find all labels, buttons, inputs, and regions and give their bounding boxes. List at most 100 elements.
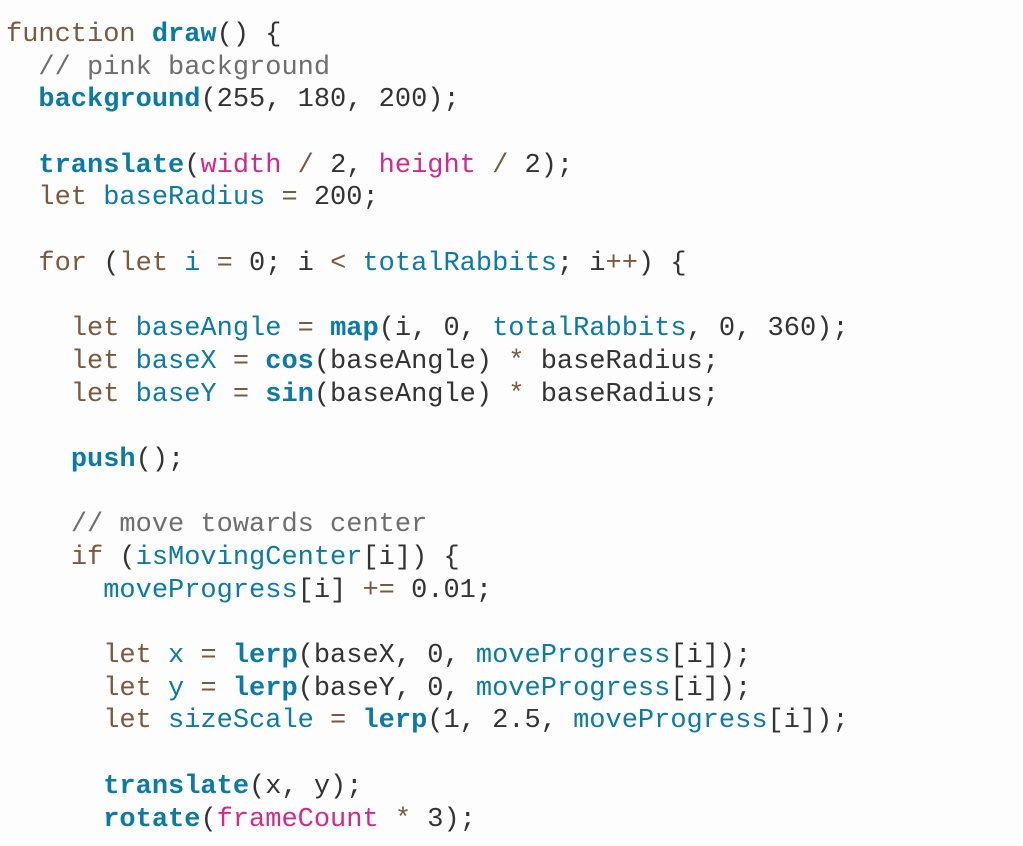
code-line: push(); bbox=[6, 444, 849, 477]
variable-token: y bbox=[168, 673, 185, 704]
text-token: 3); bbox=[427, 804, 476, 835]
text-token: (255, 180, 200); bbox=[200, 85, 460, 116]
text-token bbox=[6, 183, 38, 213]
text-token bbox=[6, 53, 38, 83]
code-editor[interactable]: function draw() { // pink background bac… bbox=[6, 19, 849, 836]
text-token: (i, 0, bbox=[378, 314, 493, 345]
function-token: map bbox=[330, 314, 379, 345]
text-token bbox=[6, 772, 103, 802]
code-line: let baseX = cos(baseAngle) * baseRadius; bbox=[6, 346, 849, 379]
text-token bbox=[6, 445, 71, 475]
code-line: for (let i = 0; i < totalRabbits; i++) { bbox=[6, 248, 849, 281]
keyword-token: ++ bbox=[605, 248, 638, 279]
variable-token: moveProgress bbox=[573, 706, 768, 737]
code-line bbox=[6, 117, 849, 150]
code-line: translate(width / 2, height / 2); bbox=[6, 150, 849, 183]
text-token: ) { bbox=[637, 248, 687, 279]
text-token: (baseX, 0, bbox=[297, 641, 476, 672]
code-line: if (isMovingCenter[i]) { bbox=[6, 542, 849, 575]
code-line: function draw() { bbox=[6, 19, 849, 52]
text-token bbox=[6, 249, 38, 279]
text-token: baseRadius; bbox=[524, 346, 719, 377]
code-line bbox=[6, 281, 849, 314]
code-line bbox=[6, 411, 849, 444]
keyword-token: let bbox=[38, 183, 104, 214]
keyword-token: function bbox=[6, 20, 136, 50]
variable-token: isMovingCenter bbox=[135, 543, 363, 573]
text-token bbox=[6, 706, 103, 736]
keyword-token: = bbox=[265, 183, 314, 214]
text-token bbox=[6, 380, 71, 410]
text-token: ; i bbox=[556, 248, 606, 279]
function-token: cos bbox=[265, 346, 314, 377]
text-token: (1, 2.5, bbox=[427, 706, 574, 737]
keyword-token: let bbox=[119, 248, 185, 279]
code-line: translate(x, y); bbox=[6, 771, 849, 804]
variable-token: baseX bbox=[135, 346, 217, 377]
text-token: [i] bbox=[297, 575, 363, 606]
code-line: // pink background bbox=[6, 52, 849, 85]
code-line: let sizeScale = lerp(1, 2.5, moveProgres… bbox=[6, 705, 849, 738]
text-token bbox=[346, 249, 362, 279]
text-token bbox=[6, 314, 71, 344]
keyword-token: = bbox=[184, 673, 233, 704]
text-token: , 0, 360); bbox=[686, 314, 849, 345]
keyword-token: let bbox=[70, 314, 136, 345]
variable-token: moveProgress bbox=[475, 673, 671, 704]
variable-token: baseRadius bbox=[103, 183, 266, 214]
function-token: push bbox=[70, 444, 136, 475]
keyword-token: * bbox=[508, 379, 525, 410]
variable-token: baseAngle bbox=[135, 314, 282, 345]
keyword-token: let bbox=[103, 673, 169, 704]
keyword-token: let bbox=[103, 641, 169, 672]
text-token: 0; i bbox=[249, 248, 331, 279]
builtin-token: height bbox=[378, 150, 476, 181]
variable-token: baseY bbox=[135, 379, 217, 410]
function-token: translate bbox=[38, 150, 185, 181]
code-line bbox=[6, 215, 849, 248]
builtin-token: frameCount bbox=[216, 804, 379, 835]
comment-token: // move towards center bbox=[70, 510, 428, 541]
keyword-token: = bbox=[313, 706, 363, 737]
text-token: ( bbox=[103, 543, 136, 573]
keyword-token: = bbox=[281, 314, 331, 345]
text-token: (baseY, 0, bbox=[297, 673, 476, 704]
function-token: lerp bbox=[362, 706, 428, 737]
text-token bbox=[6, 85, 38, 115]
text-token: baseRadius; bbox=[524, 379, 719, 410]
text-token bbox=[6, 543, 71, 573]
variable-token: totalRabbits bbox=[362, 248, 557, 279]
code-line: let baseRadius = 200; bbox=[6, 182, 849, 215]
text-token: 0.01; bbox=[394, 575, 493, 606]
text-token bbox=[136, 20, 152, 50]
text-token bbox=[6, 641, 103, 671]
keyword-token: * bbox=[378, 804, 428, 835]
text-token: [i]); bbox=[670, 641, 752, 672]
code-line: moveProgress[i] += 0.01; bbox=[6, 575, 849, 608]
code-line: // move towards center bbox=[6, 509, 849, 542]
function-token: lerp bbox=[232, 673, 298, 704]
keyword-token: if bbox=[70, 543, 104, 573]
code-line bbox=[6, 607, 849, 640]
keyword-token: * bbox=[508, 346, 525, 377]
text-token bbox=[6, 674, 103, 704]
text-token: (baseAngle) bbox=[313, 346, 509, 377]
text-token: 2); bbox=[524, 150, 574, 181]
keyword-token: = bbox=[184, 641, 233, 672]
code-line: let baseAngle = map(i, 0, totalRabbits, … bbox=[6, 313, 849, 346]
text-token bbox=[6, 510, 71, 540]
keyword-token: = bbox=[216, 346, 266, 377]
text-token bbox=[6, 347, 71, 377]
text-token: (x, y); bbox=[249, 771, 363, 802]
builtin-token: width bbox=[200, 150, 282, 181]
variable-token: i bbox=[184, 248, 201, 279]
text-token: (baseAngle) bbox=[313, 379, 509, 410]
function-token: sin bbox=[265, 379, 314, 410]
text-token bbox=[6, 576, 103, 606]
keyword-token: let bbox=[70, 346, 136, 377]
function-token: rotate bbox=[103, 804, 201, 835]
text-token: [i]); bbox=[767, 706, 849, 737]
comment-token: // pink background bbox=[38, 52, 331, 83]
keyword-token: let bbox=[70, 379, 136, 410]
text-token: ( bbox=[87, 248, 120, 279]
